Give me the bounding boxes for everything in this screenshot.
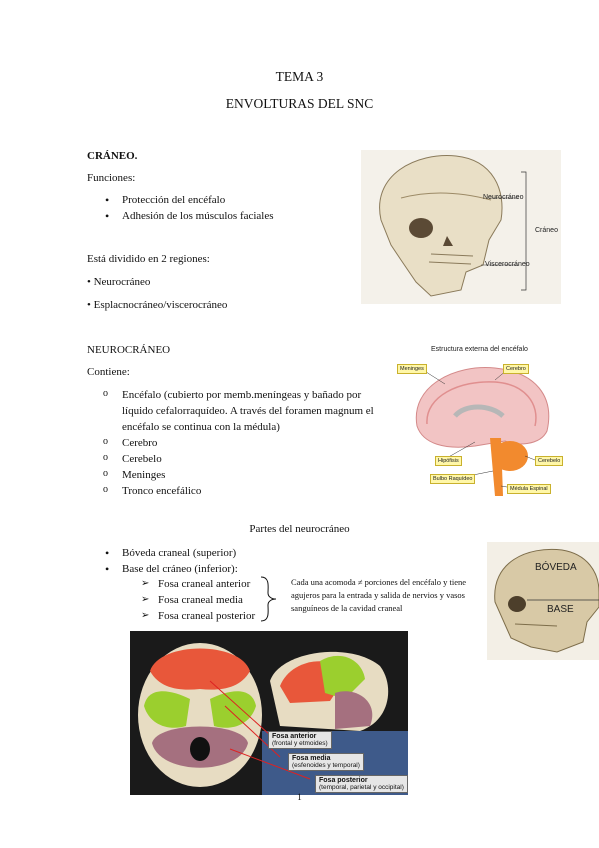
brain-illustration bbox=[415, 367, 550, 496]
brain-figure-title: Estructura externa del encéfalo bbox=[431, 346, 528, 353]
tag-meninges: Meninges bbox=[397, 364, 427, 374]
tag-cerebro: Cerebro bbox=[503, 364, 529, 374]
neurocraneo-heading: NEUROCRÁNEO bbox=[87, 344, 171, 356]
tag-cerebelo: Cerebelo bbox=[535, 456, 564, 466]
label-craneo: Cráneo bbox=[535, 227, 558, 234]
division-text: Está dividido en 2 regiones: bbox=[87, 253, 210, 265]
funciones-label: Funciones: bbox=[87, 172, 136, 184]
list-item: Tronco encefálico bbox=[103, 482, 384, 499]
brain-figure: Estructura externa del encéfalo Meninges… bbox=[395, 346, 570, 508]
plate-detail: (frontal y etmoides) bbox=[272, 740, 328, 747]
tag-hipofisis: Hipófisis bbox=[435, 456, 462, 466]
tema-title: TEMA 3 bbox=[275, 69, 324, 84]
list-item: Protección del encéfalo bbox=[105, 192, 274, 208]
list-item: Meninges bbox=[103, 466, 384, 483]
page-subtitle: ENVOLTURAS DEL SNC bbox=[225, 96, 374, 111]
brace-icon bbox=[260, 576, 277, 622]
list-item: Adhesión de los músculos faciales bbox=[105, 208, 273, 224]
region-neurocraneo: • Neurocráneo bbox=[87, 276, 151, 288]
plate-fosa-media: Fosa media (esfenoides y temporal) bbox=[288, 753, 364, 771]
contiene-label: Contiene: bbox=[87, 366, 130, 378]
skull-boveda-base-illustration bbox=[494, 548, 599, 653]
plate-detail: (esfenoides y temporal) bbox=[292, 762, 360, 769]
skull-boveda-base-figure: BÓVEDA BASE bbox=[487, 542, 599, 660]
label-boveda: BÓVEDA bbox=[535, 562, 577, 573]
plate-detail: (temporal, parietal y occipital) bbox=[319, 784, 404, 791]
list-item: Base del cráneo (inferior): bbox=[105, 561, 238, 577]
plate-name: Fosa posterior bbox=[319, 777, 368, 784]
list-item: Fosa craneal media bbox=[141, 592, 255, 608]
contiene-list: Encéfalo (cubierto por memb.meníngeas y … bbox=[103, 386, 384, 499]
label-neurocraneo: Neurocráneo bbox=[483, 194, 524, 201]
fossae-figure: Fosa anterior (frontal y etmoides) Fosa … bbox=[130, 631, 408, 795]
craneo-heading: CRÁNEO. bbox=[87, 150, 138, 162]
fosas-note: Cada una acomoda ≠ porciones del encéfal… bbox=[291, 577, 467, 613]
skull-illustration bbox=[379, 155, 527, 297]
plate-name: Fosa anterior bbox=[272, 733, 317, 740]
partes-list: Bóveda craneal (superior) Base del cráne… bbox=[105, 545, 238, 577]
funciones-list: Protección del encéfalo Adhesión de los … bbox=[105, 192, 274, 224]
list-item: Cerebro bbox=[103, 434, 384, 451]
plate-name: Fosa media bbox=[292, 755, 331, 762]
skull-figure: Neurocráneo Cráneo Viscerocráneo bbox=[361, 150, 561, 304]
plate-fosa-posterior: Fosa posterior (temporal, parietal y occ… bbox=[315, 775, 408, 793]
list-item: Bóveda craneal (superior) bbox=[105, 545, 238, 561]
fosas-list: Fosa craneal anterior Fosa craneal media… bbox=[141, 576, 255, 624]
list-item: Fosa craneal anterior bbox=[141, 576, 255, 592]
tag-bulbo: Bulbo Raquídeo bbox=[430, 474, 476, 484]
region-viscerocraneo: • Esplacnocráneo/viscerocráneo bbox=[87, 299, 228, 311]
label-viscerocraneo: Viscerocráneo bbox=[485, 261, 530, 268]
plate-fosa-anterior: Fosa anterior (frontal y etmoides) bbox=[268, 731, 332, 749]
tag-medula: Médula Espinal bbox=[507, 484, 551, 494]
fossae-illustration bbox=[138, 643, 408, 795]
page-number: 1 bbox=[297, 792, 302, 802]
list-item: Encéfalo (cubierto por memb.meníngeas y … bbox=[103, 386, 384, 435]
label-base: BASE bbox=[547, 604, 574, 615]
list-item: Cerebelo bbox=[103, 450, 384, 467]
list-item: Fosa craneal posterior bbox=[141, 608, 255, 624]
partes-heading: Partes del neurocráneo bbox=[249, 523, 350, 535]
